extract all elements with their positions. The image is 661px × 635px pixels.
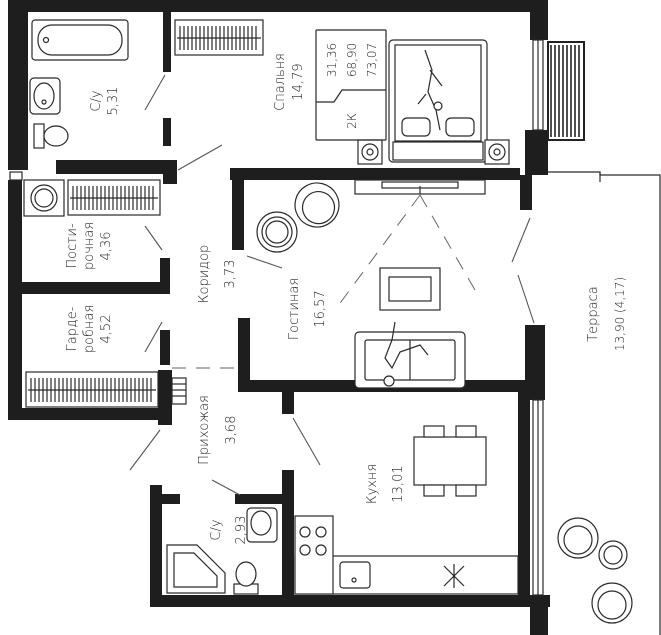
- tv-cone: [334, 194, 476, 311]
- wardrobe-area: 4,52: [99, 315, 114, 344]
- dining-table: [413, 425, 487, 497]
- terrace-chair-1: [557, 517, 599, 559]
- nightstand-left: [357, 139, 383, 165]
- living-area: 16,57: [313, 290, 328, 327]
- washing-machine: [23, 179, 65, 217]
- walls: [8, 0, 550, 635]
- bed: [388, 39, 488, 163]
- bathroom2-name: С/у: [209, 519, 224, 540]
- kitchen-area: 13,01: [391, 465, 406, 502]
- corridor-name: Коридор: [197, 245, 212, 304]
- sink: [29, 77, 61, 115]
- terrace-chair-2: [591, 582, 633, 624]
- living-name: Гостиная: [287, 278, 302, 340]
- laundry-area: 4,36: [99, 232, 114, 261]
- wardrobe-name1: Гарде-: [65, 306, 80, 351]
- laundry-name2: рочная: [82, 222, 97, 270]
- terrace-name: Терраса: [586, 286, 601, 342]
- sofa: [354, 321, 466, 389]
- doors: [129, 74, 535, 496]
- bedroom-name: Спальня: [273, 53, 288, 111]
- radiator-hall: [171, 377, 187, 405]
- bathtub: [31, 19, 129, 61]
- closet-wardrobe: [25, 371, 159, 408]
- bathroom2-area: 2,93: [234, 516, 249, 545]
- coffee-table: [379, 267, 441, 311]
- closet-laundry: [67, 179, 161, 216]
- bedroom-area: 14,79: [291, 63, 306, 100]
- kitchen-counter: [294, 515, 519, 595]
- balcony: [547, 41, 585, 141]
- closet-bedroom: [174, 19, 264, 56]
- wardrobe-name2: робная: [82, 305, 97, 353]
- terrace-outline: [548, 171, 661, 635]
- chair-wicker: [256, 211, 298, 253]
- hall-area: 3,68: [224, 416, 239, 445]
- summary-area3: 73,07: [365, 43, 379, 77]
- tv-unit: [354, 179, 486, 195]
- shower: [166, 544, 226, 594]
- nightstand-right: [484, 139, 510, 165]
- laundry-name1: Пости-: [65, 223, 80, 269]
- bathroom1-name: С/у: [89, 90, 104, 111]
- summary-area2: 68,90: [345, 43, 359, 77]
- windows: [9, 39, 544, 596]
- sink-2: [246, 507, 278, 543]
- hall-name: Прихожая: [197, 395, 212, 465]
- toilet: [33, 123, 69, 149]
- armchair-round: [294, 182, 340, 228]
- labels: С/у 5,31 Спальня 14,79 31,36 68,90 73,07…: [65, 43, 627, 545]
- summary-area1: 31,36: [325, 43, 339, 77]
- terrace-table: [598, 540, 628, 570]
- kitchen-name: Кухня: [365, 464, 380, 504]
- summary-type: 2К: [345, 113, 359, 129]
- bathroom1-area: 5,31: [106, 87, 121, 116]
- toilet-2: [233, 561, 259, 595]
- corridor-area: 3,73: [223, 260, 238, 289]
- terrace-area: 13,90 (4,17): [613, 277, 627, 351]
- summary-card: [315, 29, 387, 141]
